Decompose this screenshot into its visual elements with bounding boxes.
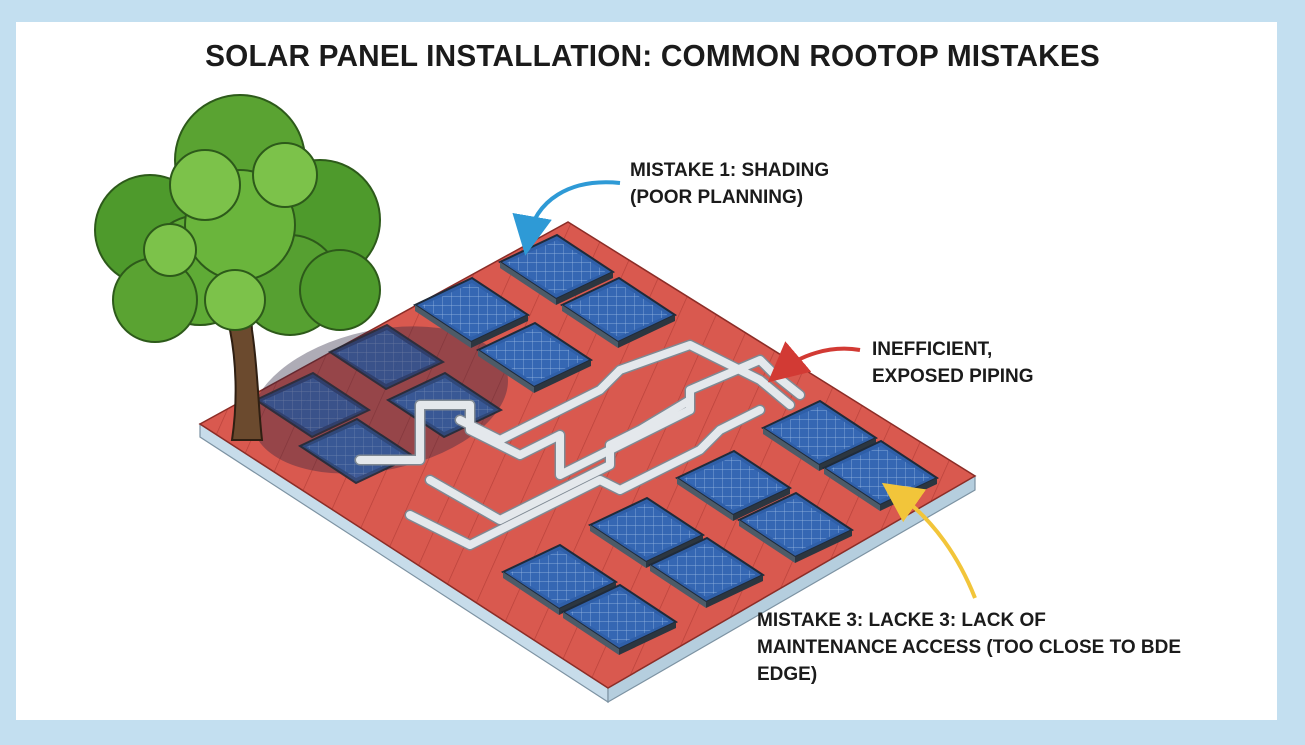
callout-piping-line2: EXPOSED PIPING	[872, 366, 1034, 387]
solar-panel	[647, 536, 766, 608]
callout-shading-line2: (POOR PLANNING)	[630, 187, 804, 208]
callout-access: MISTAKE 3: LACKE 3: LACK OF MAINTENANCE …	[757, 607, 1181, 688]
arrow-shading	[512, 180, 621, 256]
callout-access-line2: MAINTENANCE ACCESS (TOO CLOSE TO BDE	[757, 637, 1182, 658]
callout-access-line3: EDGE)	[757, 664, 818, 685]
callout-piping-line1: INEFFICIENT,	[872, 339, 993, 360]
tree	[94, 94, 381, 441]
solar-panel-shaded	[327, 323, 446, 391]
callout-access-line1: MISTAKE 3: LACKE 3: LACK OF	[757, 610, 1046, 631]
tree-foliage	[94, 94, 381, 343]
solar-panel	[500, 543, 619, 615]
solar-panel	[674, 449, 793, 521]
solar-panel-shaded	[253, 371, 372, 439]
callout-shading-line1: MISTAKE 1: SHADING	[630, 160, 830, 181]
solar-panel	[475, 321, 594, 393]
arrow-piping	[767, 341, 861, 383]
callout-shading: MISTAKE 1: SHADING (POOR PLANNING)	[630, 157, 829, 211]
solar-panel	[560, 583, 679, 655]
callout-piping: INEFFICIENT, EXPOSED PIPING	[872, 336, 1034, 390]
solar-panel	[412, 276, 531, 348]
solar-panel	[736, 491, 855, 563]
page-title: SOLAR PANEL INSTALLATION: COMMON ROOTOP …	[205, 38, 1100, 73]
solar-panel	[559, 276, 678, 348]
solar-panel	[587, 496, 706, 568]
exposed-piping	[354, 339, 806, 551]
arrow-access	[881, 482, 977, 599]
